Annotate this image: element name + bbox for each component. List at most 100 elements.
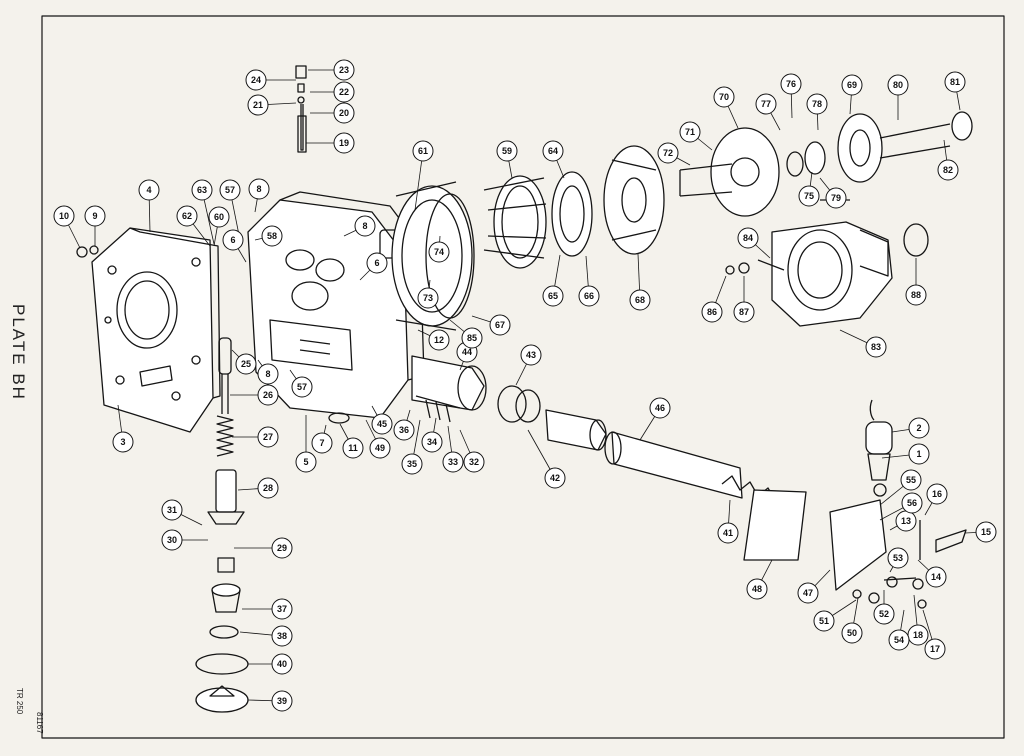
callout-number: 20: [339, 108, 349, 118]
callout-65: 65: [542, 285, 564, 307]
callout-6: 6: [222, 229, 244, 251]
callout-82: 82: [937, 159, 959, 181]
callout-56: 56: [901, 492, 923, 514]
callout-circle: [496, 140, 518, 162]
callout-61: 61: [412, 140, 434, 162]
callout-21: 21: [247, 94, 269, 116]
callout-circle: [271, 625, 293, 647]
callout-36: 36: [393, 419, 415, 441]
callout-circle: [208, 206, 230, 228]
callout-circle: [975, 521, 997, 543]
callout-circle: [247, 94, 269, 116]
callout-43: 43: [520, 344, 542, 366]
callout-circle: [813, 610, 835, 632]
callout-11: 11: [342, 437, 364, 459]
callout-51: 51: [813, 610, 835, 632]
callout-number: 77: [761, 99, 771, 109]
adaptor-plate: [91, 227, 221, 433]
callout-circle: [717, 522, 739, 544]
callout-circle: [900, 469, 922, 491]
callout-59: 59: [496, 140, 518, 162]
callout-number: 74: [434, 247, 444, 257]
clutch-sleeve: [483, 175, 547, 269]
callout-number: 1: [916, 449, 921, 459]
reference-code: TR 250: [15, 688, 24, 715]
callout-34: 34: [421, 431, 443, 453]
callout-number: 23: [339, 65, 349, 75]
callout-3: 3: [112, 431, 134, 453]
callout-number: 73: [423, 293, 433, 303]
callout-42: 42: [544, 467, 566, 489]
callout-number: 54: [894, 635, 904, 645]
callout-circle: [271, 653, 293, 675]
callout-68: 68: [629, 289, 651, 311]
callout-62: 62: [176, 205, 198, 227]
callout-circle: [176, 205, 198, 227]
callout-circle: [701, 301, 723, 323]
callout-number: 2: [916, 423, 921, 433]
callout-circle: [713, 86, 735, 108]
callout-circle: [780, 73, 802, 95]
callout-circle: [235, 353, 257, 375]
callout-6: 6: [366, 252, 388, 274]
callout-circle: [865, 336, 887, 358]
callout-number: 50: [847, 628, 857, 638]
callout-circle: [908, 417, 930, 439]
callout-circle: [629, 289, 651, 311]
callout-69: 69: [841, 74, 863, 96]
callout-47: 47: [797, 582, 819, 604]
callout-74: 74: [428, 241, 450, 263]
callout-number: 45: [377, 419, 387, 429]
callout-number: 8: [362, 221, 367, 231]
callout-80: 80: [887, 74, 909, 96]
callout-number: 66: [584, 291, 594, 301]
callout-number: 70: [719, 92, 729, 102]
callout-37: 37: [271, 598, 293, 620]
callout-57: 57: [219, 179, 241, 201]
sheet-border: [41, 15, 1005, 739]
callout-circle: [421, 431, 443, 453]
callout-number: 48: [752, 584, 762, 594]
callout-49: 49: [369, 437, 391, 459]
friction-cone: [603, 145, 665, 255]
plate-title: PLATE BH: [9, 304, 28, 401]
callout-number: 60: [214, 212, 224, 222]
callout-22: 22: [333, 81, 355, 103]
callout-circle: [291, 376, 313, 398]
callout-number: 31: [167, 505, 177, 515]
callout-number: 37: [277, 604, 287, 614]
callout-circle: [649, 397, 671, 419]
callout-71: 71: [679, 121, 701, 143]
callout-circle: [311, 432, 333, 454]
pump-plunger: [207, 337, 245, 525]
callout-circle: [257, 426, 279, 448]
callout-70: 70: [713, 86, 735, 108]
callout-circle: [905, 284, 927, 306]
callout-number: 72: [663, 148, 673, 158]
callout-circle: [428, 329, 450, 351]
callout-number: 88: [911, 290, 921, 300]
callout-circle: [84, 205, 106, 227]
planet-carrier: [679, 127, 780, 217]
callout-31: 31: [161, 499, 183, 521]
callout-circle: [53, 205, 75, 227]
callout-8: 8: [248, 178, 270, 200]
main-casing: [247, 191, 425, 419]
callout-circle: [925, 566, 947, 588]
callout-circle: [442, 451, 464, 473]
callout-number: 55: [906, 475, 916, 485]
callout-circle: [257, 384, 279, 406]
callout-circle: [901, 492, 923, 514]
callout-32: 32: [463, 451, 485, 473]
callout-88: 88: [905, 284, 927, 306]
callout-circle: [733, 301, 755, 323]
callout-number: 67: [495, 320, 505, 330]
callout-number: 56: [907, 498, 917, 508]
callout-circle: [161, 529, 183, 551]
callout-number: 34: [427, 437, 437, 447]
callout-number: 65: [548, 291, 558, 301]
callout-number: 58: [267, 231, 277, 241]
callout-23: 23: [333, 59, 355, 81]
callout-76: 76: [780, 73, 802, 95]
callout-number: 6: [230, 235, 235, 245]
